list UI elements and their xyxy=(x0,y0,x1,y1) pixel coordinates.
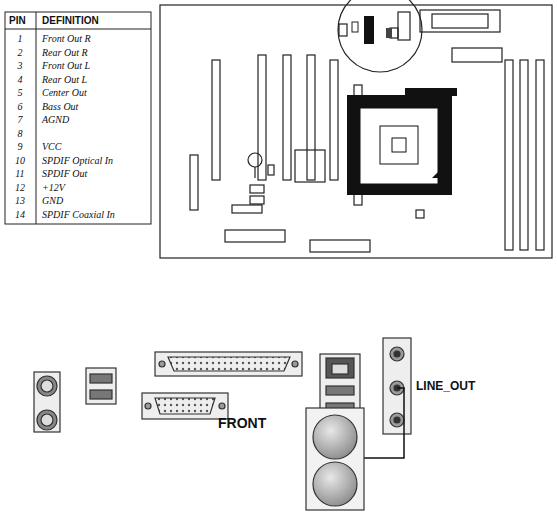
table-header: DEFINITION xyxy=(42,15,99,26)
pin-number: 11 xyxy=(15,168,24,179)
pin-number: 5 xyxy=(18,87,23,98)
pin-definition: Center Out xyxy=(42,87,87,98)
pin-definition: SPDIF Optical In xyxy=(42,155,113,166)
pin-definition: AGND xyxy=(42,114,69,125)
pin-number: 12 xyxy=(15,182,25,193)
pin-definition: GND xyxy=(42,195,63,206)
pin-number: 8 xyxy=(18,128,23,139)
pin-number: 1 xyxy=(18,33,23,44)
pin-number: 14 xyxy=(15,209,25,220)
pin-number: 6 xyxy=(18,101,23,112)
pin-number: 4 xyxy=(18,74,23,85)
pin-definition: SPDIF Coaxial In xyxy=(42,209,115,220)
port-label: LINE_OUT xyxy=(416,380,475,393)
pin-definition: VCC xyxy=(42,141,61,152)
pin-definition: Rear Out L xyxy=(42,74,87,85)
pin-definition: +12V xyxy=(42,182,65,193)
pin-number: 9 xyxy=(18,141,23,152)
pin-definition: Front Out R xyxy=(42,33,91,44)
pin-number: 2 xyxy=(18,47,23,58)
pin-definition: Rear Out R xyxy=(42,47,88,58)
pin-definition: SPDIF Out xyxy=(42,168,87,179)
pin-number: 13 xyxy=(15,195,25,206)
table-header: PIN xyxy=(9,15,26,26)
speaker-label: FRONT xyxy=(218,416,266,431)
pin-definition: Bass Out xyxy=(42,101,78,112)
pin-number: 10 xyxy=(15,155,25,166)
pin-number: 7 xyxy=(18,114,23,125)
pin-number: 3 xyxy=(18,60,23,71)
pin-definition: Front Out L xyxy=(42,60,90,71)
